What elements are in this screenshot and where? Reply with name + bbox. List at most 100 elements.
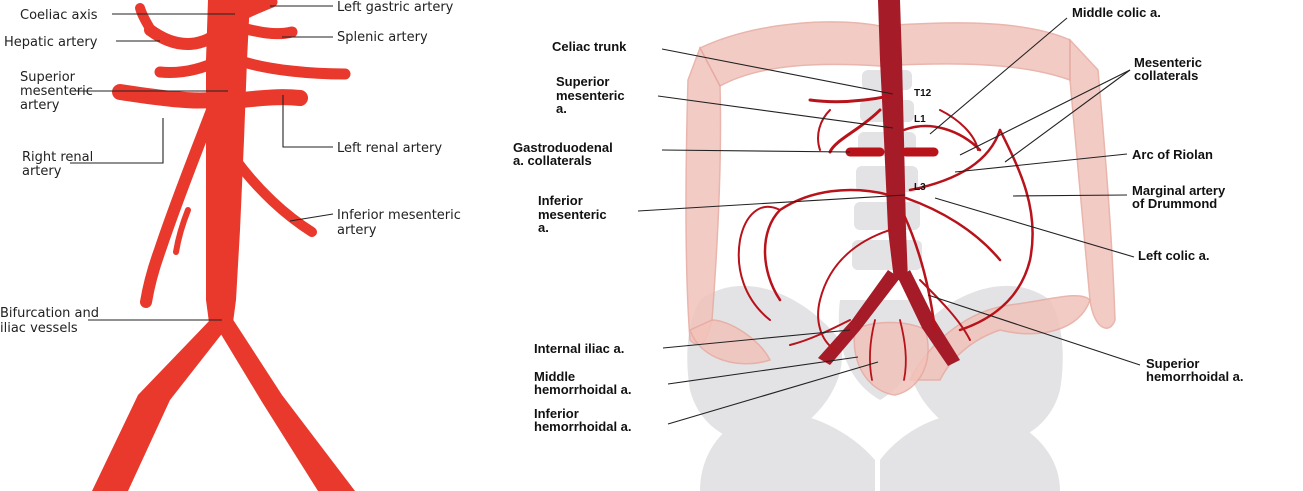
right-leader-lines — [637, 17, 1141, 425]
label-mes-coll-line2: collaterals — [1134, 68, 1198, 83]
leader-celiac-trunk — [661, 48, 894, 95]
left-gastric-artery-branch — [234, 0, 278, 22]
left-colic-branch — [904, 196, 1002, 262]
left-labels: Coeliac axis Hepatic artery Superior mes… — [0, 0, 461, 336]
label-right-renal-line2: artery — [22, 164, 62, 179]
sma-side-branch — [173, 207, 191, 255]
label-right-renal-line1: Right renal — [22, 150, 93, 165]
vertebra-6 — [852, 240, 922, 270]
coeliac-upper-branch — [231, 0, 269, 13]
label-left-colic: Left colic a. — [1138, 248, 1210, 263]
label-ima-line2: artery — [337, 223, 377, 238]
superior-mesenteric-artery-branch — [154, 54, 226, 78]
label-inferior-hem-line2: hemorrhoidal a. — [534, 419, 632, 434]
label-bifurcation-line1: Bifurcation and — [0, 306, 99, 321]
right-panel-aorta — [878, 0, 908, 280]
leader-internal-iliac — [662, 329, 851, 349]
descending-colon — [1069, 38, 1116, 329]
label-hepatic-artery: Hepatic artery — [4, 35, 98, 50]
label-internal-iliac: Internal iliac a. — [534, 341, 624, 356]
right-common-iliac-artery — [92, 318, 228, 491]
leader-right-renal — [70, 118, 164, 164]
leader-marginal-artery — [1012, 194, 1128, 197]
left-aorta-illustration — [92, 0, 355, 491]
label-left-renal: Left renal artery — [337, 141, 442, 156]
label-middle-hem-line1: Middle — [534, 369, 575, 384]
label-vertebra-t12: T12 — [914, 88, 932, 99]
label-splenic: Splenic artery — [337, 30, 428, 45]
label-gda-line2: a. collaterals — [513, 153, 592, 168]
label-sup-hem-line1: Superior — [1146, 356, 1199, 371]
leader-inferior-mesenteric — [289, 213, 334, 222]
middle-colic-branch — [902, 124, 982, 152]
label-vertebra-l1: L1 — [914, 114, 926, 125]
label-right-ima-line2: mesenteric — [538, 207, 607, 222]
label-sma-line2: mesenteric — [20, 84, 93, 99]
rectum — [853, 321, 929, 396]
label-left-gastric: Left gastric artery — [337, 0, 454, 15]
sma-arcade-2 — [817, 229, 891, 351]
upper-arcade-left — [817, 109, 831, 151]
label-sma-line1: Superior — [20, 70, 76, 85]
label-middle-hem-line2: hemorrhoidal a. — [534, 382, 632, 397]
sma-descending-limb — [140, 78, 228, 308]
hepatic-artery-tip — [135, 3, 157, 37]
right-panel-right-iliac — [818, 270, 900, 365]
sma-arcade-3 — [737, 205, 781, 321]
right-labels: Celiac trunk Superior mesenteric a. Gast… — [513, 5, 1244, 434]
label-ima-line1: Inferior mesenteric — [337, 208, 461, 223]
leader-left-renal — [282, 95, 333, 148]
label-marginal-line2: of Drummond — [1132, 196, 1217, 211]
label-sup-hem-line2: hemorrhoidal a. — [1146, 369, 1244, 384]
leader-left-colic — [934, 197, 1135, 258]
label-marginal-line1: Marginal artery — [1132, 183, 1226, 198]
inferior-mesenteric-artery-branch — [231, 155, 317, 237]
left-leader-lines — [70, 5, 334, 321]
label-gda-line1: Gastroduodenal — [513, 140, 613, 155]
leader-superior-hemorrhoidal — [927, 294, 1141, 366]
leader-mesenteric-collaterals-2 — [1004, 69, 1131, 163]
leader-inferior-hemorrhoidal — [667, 361, 879, 425]
label-coeliac-axis: Coeliac axis — [20, 8, 98, 23]
leader-inferior-mesenteric-a — [637, 194, 906, 212]
label-arc-riolan: Arc of Riolan — [1132, 147, 1213, 162]
label-inferior-hem-line1: Inferior — [534, 406, 579, 421]
label-mes-coll-line1: Mesenteric — [1134, 55, 1202, 70]
label-bifurcation-line2: iliac vessels — [0, 321, 78, 336]
celiac-branch — [808, 94, 892, 104]
pubic-arch-left — [880, 412, 1060, 491]
ima-descending — [902, 213, 937, 332]
label-right-ima-line1: Inferior — [538, 193, 583, 208]
right-renal-artery-branch — [112, 84, 220, 109]
label-right-sma-line1: Superior — [556, 74, 609, 89]
mesenteric-arcades — [737, 94, 1034, 381]
leader-middle-hemorrhoidal — [667, 356, 859, 385]
label-right-ima-line3: a. — [538, 220, 549, 235]
leader-arc-of-riolan — [954, 153, 1128, 173]
right-panel-left-iliac — [898, 270, 960, 366]
hepatic-artery-branch — [144, 24, 228, 50]
leader-superior-mesenteric-a — [657, 95, 894, 129]
splenic-artery-branch — [236, 22, 298, 40]
arc-of-riolan — [908, 128, 1002, 192]
label-celiac-trunk: Celiac trunk — [552, 39, 627, 54]
label-vertebra-l3: L3 — [914, 182, 926, 193]
gastroduodenal-branch — [828, 108, 882, 154]
label-right-sma-line2: mesenteric — [556, 88, 625, 103]
label-right-sma-line3: a. — [556, 101, 567, 116]
internal-iliac-branch — [789, 319, 851, 346]
leader-mesenteric-collaterals-1 — [959, 69, 1131, 156]
rectal-branch-1 — [868, 319, 876, 381]
label-sma-line3: artery — [20, 98, 60, 113]
right-anatomy-illustration — [685, 0, 1116, 491]
label-middle-colic: Middle colic a. — [1072, 5, 1161, 20]
superior-mesenteric-right-limb — [238, 56, 351, 80]
leader-gastroduodenal — [661, 149, 851, 153]
left-common-iliac-artery — [216, 318, 355, 491]
superior-hemorrhoidal-branch — [919, 279, 971, 341]
left-renal-artery-branch — [234, 89, 308, 108]
leader-middle-colic — [929, 17, 1068, 135]
rectal-branch-2 — [899, 319, 907, 381]
pubic-arch — [700, 412, 875, 491]
